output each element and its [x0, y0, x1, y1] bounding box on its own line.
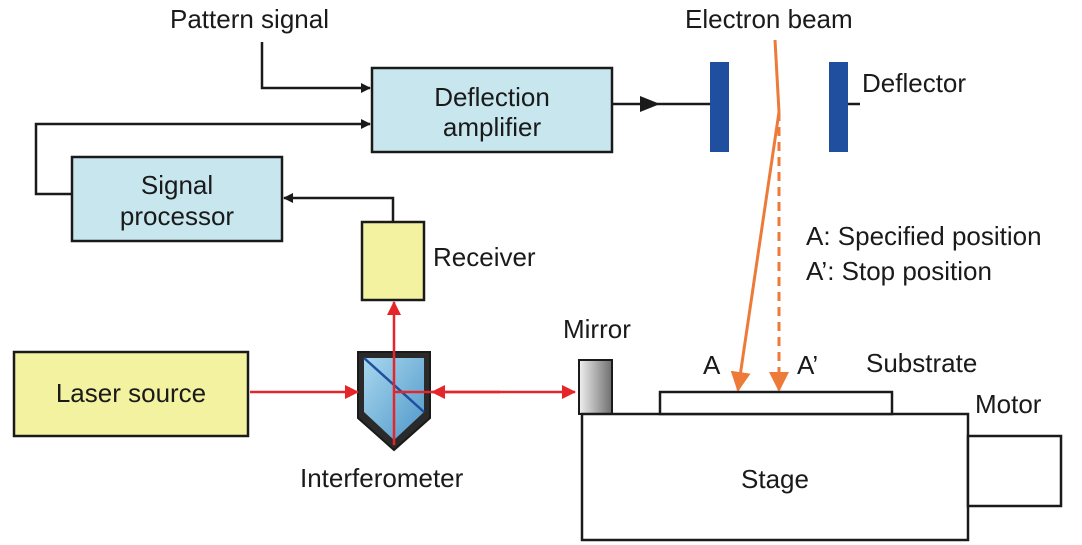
substrate-plate [658, 390, 894, 416]
receiver-to-processor-line [283, 193, 395, 222]
deflector-label: Deflector [862, 68, 966, 98]
laser-source-box [12, 350, 250, 438]
stage-assembly [580, 390, 1063, 542]
signal-processor-label-line2: processor [120, 201, 234, 231]
laser-source-label: Laser source [56, 378, 206, 408]
beam-to-specified-position [730, 111, 781, 392]
substrate-label: Substrate [866, 348, 977, 378]
stop-position-label: A’: Stop position [806, 256, 992, 286]
receiver-box [360, 220, 426, 302]
point-a-label: A [703, 350, 721, 380]
signal-processor-box [70, 155, 284, 243]
deflection-amplifier-label-line2: amplifier [443, 112, 542, 142]
deflection-amplifier-label-line1: Deflection [434, 82, 550, 112]
deflection-amplifier-box [370, 66, 614, 154]
pattern-signal-label: Pattern signal [170, 4, 329, 34]
motor-box [966, 434, 1063, 508]
specified-position-label: A: Specified position [806, 221, 1042, 251]
laser-beams [250, 301, 576, 445]
electron-beam-label: Electron beam [685, 4, 853, 34]
point-a-prime-label: A’ [797, 350, 818, 380]
amplifier-to-deflector-line [612, 96, 710, 112]
motor-label: Motor [975, 389, 1042, 419]
electron-beam [730, 39, 789, 392]
stage-label: Stage [741, 464, 809, 494]
feedback-line [34, 119, 371, 196]
receiver-label: Receiver [433, 242, 536, 272]
pattern-signal-line [260, 42, 371, 93]
deflector-plates [710, 62, 860, 152]
interferometer-label: Interferometer [300, 463, 464, 493]
mirror-label: Mirror [563, 314, 631, 344]
signal-processor-label-line1: Signal [141, 170, 213, 200]
stage-box [580, 412, 970, 542]
mirror [578, 359, 613, 415]
